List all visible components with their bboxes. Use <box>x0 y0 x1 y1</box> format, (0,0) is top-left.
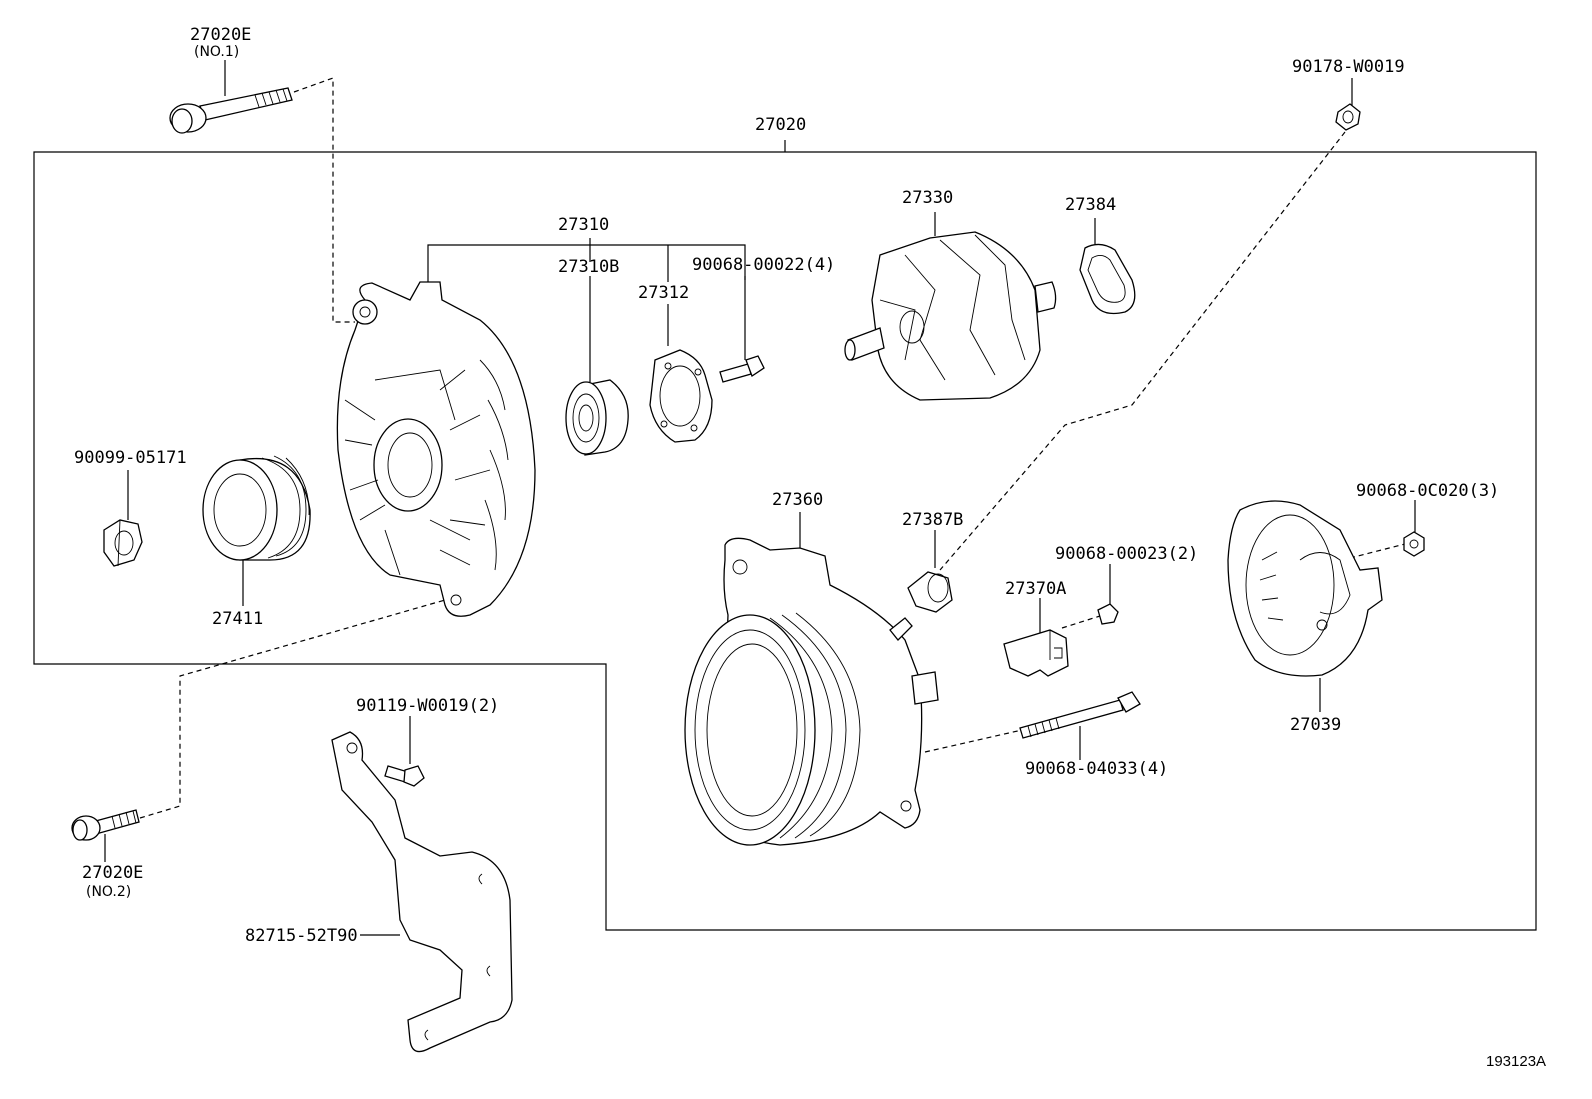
bracket-82715-52t90-part <box>331 731 513 1053</box>
label-alternator-assy: 27020 <box>755 115 806 135</box>
pulley-27411-part <box>202 455 311 561</box>
through-bolt-90068-04033-part <box>1019 691 1141 739</box>
regulator-27370a-part <box>1003 629 1069 677</box>
label-nut-90099: 90099-05171 <box>74 448 187 468</box>
bolt-27020e-no1-part <box>169 87 293 134</box>
label-stator-27360: 27360 <box>772 490 823 510</box>
label-screw-90119: 90119-W0019(2) <box>356 696 499 716</box>
retainer-27312-part <box>649 349 713 443</box>
label-screw-90178: 90178-W0019 <box>1292 57 1405 77</box>
label-screw-90068-00023: 90068-00023(2) <box>1055 544 1198 564</box>
label-nut-90068-0c020: 90068-0C020(3) <box>1356 481 1499 501</box>
label-bolt-no2: 27020E <box>82 863 143 883</box>
label-pulley-27411: 27411 <box>212 609 263 629</box>
bolt-27020e-no2-part <box>71 809 140 841</box>
bearing-27310b-part <box>565 379 629 456</box>
drive-end-frame-27310-part <box>336 281 536 617</box>
rear-cover-27039-part <box>1227 500 1383 677</box>
brush-holder-27387b-part <box>907 571 953 613</box>
label-bolt-no2-note: (NO.2) <box>86 884 131 900</box>
screw-90068-00023-part <box>1097 603 1119 625</box>
cover-nut-dashed-leader <box>1349 543 1406 559</box>
label-rotor-27330: 27330 <box>902 188 953 208</box>
nut-90068-0c020-part <box>1403 531 1425 557</box>
screw-90119-w0019-part <box>384 765 425 787</box>
label-holder-27387b: 27387B <box>902 510 963 530</box>
through-bolt-dashed-leader <box>924 729 1023 753</box>
label-screw-90068-00022: 90068-00022(4) <box>692 255 835 275</box>
bolt-no1-dashed-leader <box>293 77 355 323</box>
regulator-dashed-leader <box>1061 615 1101 629</box>
label-cover-27039: 27039 <box>1290 715 1341 735</box>
screw-90178-w0019-part <box>1335 103 1361 131</box>
ring-27384-part <box>1079 243 1136 315</box>
label-ring-27384: 27384 <box>1065 195 1116 215</box>
label-retainer-27312: 27312 <box>638 283 689 303</box>
label-through-bolt-90068-04033: 90068-04033(4) <box>1025 759 1168 779</box>
diagram-reference-number: 193123A <box>1486 1053 1546 1070</box>
label-regulator-27370a: 27370A <box>1005 579 1066 599</box>
nut-90099-05171-part <box>103 519 143 567</box>
label-bracket-82715: 82715-52T90 <box>245 926 358 946</box>
screw-90178-dashed-leader <box>939 131 1346 571</box>
stator-27360-part <box>684 537 939 846</box>
label-bolt-no1: 27020E <box>190 25 251 45</box>
assembly-outline <box>33 151 1537 931</box>
label-frame-27310: 27310 <box>558 215 609 235</box>
label-bolt-no1-note: (NO.1) <box>194 44 239 60</box>
rotor-27330-part <box>844 231 1057 401</box>
screw-90068-00022-part <box>719 355 765 383</box>
bolt-no2-dashed-leader <box>139 599 446 819</box>
label-bearing-27310b: 27310B <box>558 257 619 277</box>
